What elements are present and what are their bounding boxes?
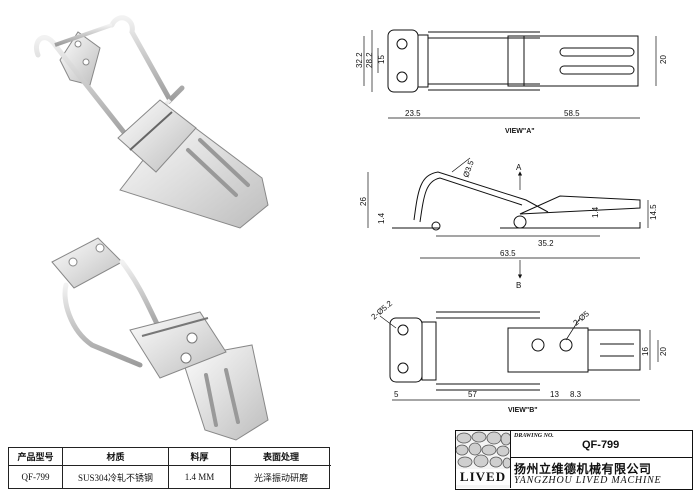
dim-diameter-3-5: Ø3.5 — [461, 159, 476, 179]
dim-2-diameter-5-2: 2-Ø5.2 — [370, 299, 395, 322]
spec-header-model: 产品型号 — [9, 448, 63, 466]
dim-5: 5 — [394, 390, 399, 399]
dim-8-3: 8.3 — [570, 390, 582, 399]
company-name-cn: 扬州立维德机械有限公司 — [514, 462, 652, 476]
drawing-number-label: DRAWING NO. — [514, 433, 554, 439]
dim-23-5: 23.5 — [405, 109, 421, 118]
spec-header-material: 材质 — [63, 448, 169, 466]
spec-value-material: SUS304冷轧不锈钢 — [63, 466, 169, 488]
spec-header-thickness: 料厚 — [169, 448, 231, 466]
spec-header-finish: 表面处理 — [231, 448, 331, 466]
dim-20-b: 20 — [659, 347, 668, 356]
spec-value-finish: 光泽振动研磨 — [253, 472, 308, 483]
dim-13: 13 — [550, 390, 559, 399]
spec-value-thickness: 1.4 MM — [169, 466, 231, 488]
render-latch-top — [34, 15, 269, 229]
title-block: LIVED DRAWING NO. QF-799 扬州立维德机械有限公司 YAN… — [455, 430, 693, 490]
dim-26: 26 — [359, 197, 368, 206]
dim-16: 16 — [641, 347, 650, 356]
spec-table: 产品型号 材质 料厚 表面处理 QF-799 SUS304冷轧不锈钢 1.4 M… — [8, 447, 331, 489]
view-b-label: VIEW"B" — [508, 407, 538, 414]
dim-15: 15 — [377, 55, 386, 64]
logo-text: LIVED — [456, 469, 510, 485]
dim-2-diameter-5: 2-Ø5 — [572, 309, 592, 328]
view-b-drawing — [379, 311, 659, 401]
dim-1-4-left: 1.4 — [377, 212, 386, 224]
side-view-drawing — [367, 157, 649, 279]
dim-57: 57 — [468, 390, 477, 399]
dim-14-5: 14.5 — [649, 204, 658, 220]
dim-32-2: 32.2 — [355, 52, 364, 68]
arrow-b-label: B — [516, 281, 521, 290]
drawing-number-row: DRAWING NO. QF-799 — [510, 431, 692, 458]
view-a-drawing — [363, 29, 657, 119]
company-name-en: YANGZHOU LIVED MACHINE — [514, 475, 662, 486]
dim-63-5: 63.5 — [500, 249, 516, 258]
dim-35-2: 35.2 — [538, 239, 554, 248]
view-a-label: VIEW"A" — [505, 128, 535, 135]
arrow-a-label: A — [516, 163, 522, 172]
dim-20: 20 — [659, 55, 668, 64]
dim-28-2: 28.2 — [365, 52, 374, 68]
company-logo: LIVED — [456, 431, 511, 488]
dim-1-4-right: 1.4 — [591, 206, 600, 218]
drawing-number: QF-799 — [582, 439, 620, 451]
dim-58-5: 58.5 — [564, 109, 580, 118]
stone-pattern-icon — [456, 431, 510, 469]
render-latch-bottom — [51, 237, 269, 441]
spec-value-model: QF-799 — [9, 466, 63, 488]
